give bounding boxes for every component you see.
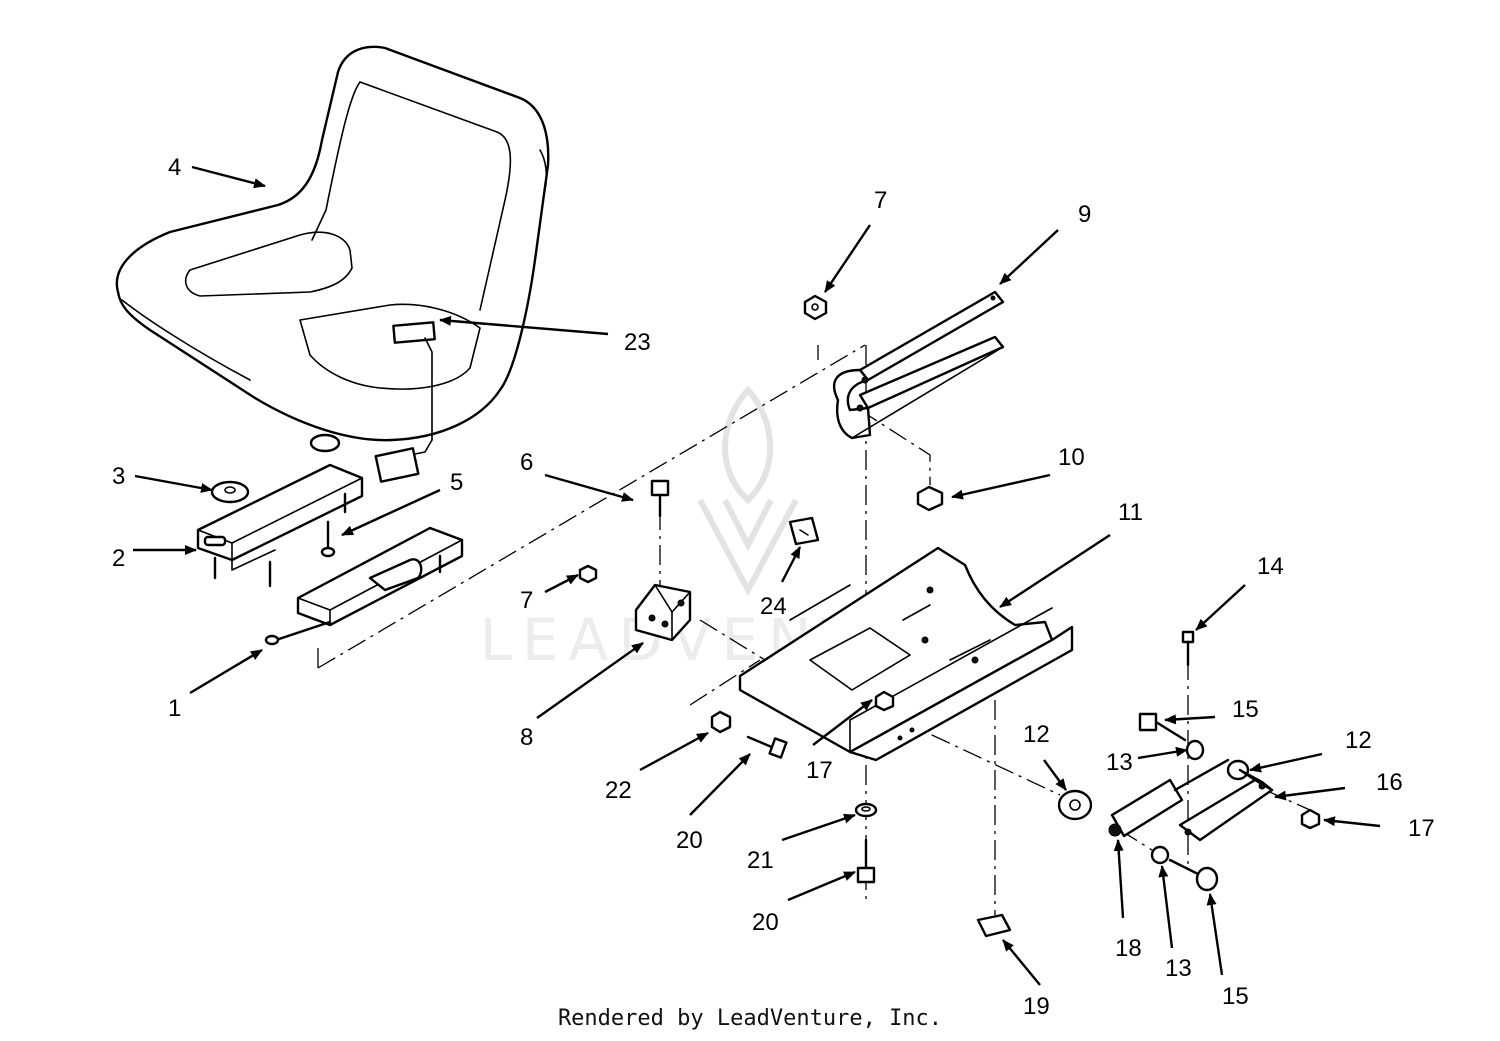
callout-15-lower: 15 xyxy=(1222,983,1249,1010)
callout-19: 19 xyxy=(1023,993,1050,1020)
callout-4: 4 xyxy=(168,154,181,181)
washer-13-lower xyxy=(1150,845,1170,865)
bolt-15-lower xyxy=(1168,858,1219,892)
callout-14: 14 xyxy=(1257,553,1284,580)
lower-slide-rail xyxy=(264,526,464,646)
callout-10: 10 xyxy=(1058,444,1085,471)
callout-11: 11 xyxy=(1118,499,1143,526)
nut-7-left xyxy=(578,564,598,584)
shock-bracket xyxy=(1178,768,1274,842)
callout-23: 23 xyxy=(624,329,651,356)
suspension-bracket xyxy=(832,290,1005,440)
bolt-6 xyxy=(650,479,670,518)
callout-12-left: 12 xyxy=(1023,721,1050,748)
nut-7-top xyxy=(803,294,828,321)
callout-5: 5 xyxy=(450,469,463,496)
callout-12-right: 12 xyxy=(1345,727,1372,754)
bumper-pad xyxy=(976,913,1012,938)
footer-credit: Rendered by LeadVenture, Inc. xyxy=(557,1006,943,1031)
nut-22 xyxy=(710,710,732,734)
callout-22: 22 xyxy=(605,777,632,804)
callout-3: 3 xyxy=(112,463,125,490)
bolt-14 xyxy=(1181,630,1195,667)
leader-arrows xyxy=(133,165,1381,986)
bolt xyxy=(320,520,336,558)
washer-21 xyxy=(854,802,878,818)
callout-9: 9 xyxy=(1078,201,1091,228)
bolt-15-upper xyxy=(1138,712,1187,742)
callout-6: 6 xyxy=(520,449,533,476)
seat-mounting-plate xyxy=(738,546,1074,762)
angle-bracket xyxy=(634,583,692,642)
callout-15-upper: 15 xyxy=(1232,696,1259,723)
callout-7-left: 7 xyxy=(520,587,533,614)
callout-20-vertical: 20 xyxy=(752,909,779,936)
nut-17-center xyxy=(874,690,895,712)
decal xyxy=(788,516,820,546)
callout-24: 24 xyxy=(760,593,787,620)
callout-13-lower: 13 xyxy=(1165,955,1192,982)
bushing-12-left xyxy=(1057,789,1093,821)
shock-absorber xyxy=(1108,758,1230,838)
callout-16: 16 xyxy=(1376,769,1403,796)
nut-10 xyxy=(916,485,944,512)
callout-21: 21 xyxy=(747,847,774,874)
callout-20-horizontal: 20 xyxy=(676,827,703,854)
callout-1: 1 xyxy=(168,695,181,722)
nut-17-right xyxy=(1300,808,1321,830)
callout-8: 8 xyxy=(520,724,533,751)
callout-18: 18 xyxy=(1115,935,1142,962)
callout-7-top: 7 xyxy=(874,187,887,214)
seat xyxy=(115,45,550,483)
callout-17-center: 17 xyxy=(806,757,833,784)
bolt-20-horizontal xyxy=(746,735,788,759)
callout-2: 2 xyxy=(112,545,125,572)
upper-slide-rail xyxy=(196,463,364,588)
bushing-12-right xyxy=(1226,759,1250,781)
bolt-20-vertical xyxy=(856,838,876,884)
callout-labels: 1 2 3 4 5 6 7 7 8 9 10 11 12 12 13 13 14… xyxy=(112,154,1435,1020)
callout-13-upper: 13 xyxy=(1106,749,1133,776)
callout-17-right: 17 xyxy=(1408,815,1435,842)
washer-13-upper xyxy=(1185,739,1205,761)
